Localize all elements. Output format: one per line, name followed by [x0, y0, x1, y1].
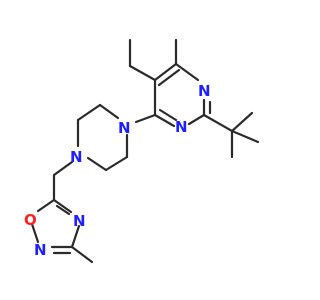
bond	[153, 113, 176, 128]
atom-n-pyrimidine-top: N	[198, 82, 211, 100]
bond	[36, 198, 56, 213]
atom-n-piperazine-top: N	[118, 119, 131, 137]
bond	[98, 103, 120, 120]
bond	[55, 204, 71, 216]
bond	[153, 62, 178, 82]
bond	[187, 113, 206, 126]
bond	[70, 245, 94, 264]
bond	[104, 155, 129, 172]
bond	[230, 111, 254, 133]
bond	[76, 103, 102, 122]
atom-n-piperazine-bottom: N	[70, 148, 83, 166]
bond	[30, 222, 40, 244]
atom-o-oxadiazole: O	[24, 211, 37, 229]
bond	[52, 198, 73, 214]
atom-n-pyrimidine-bottom: N	[175, 118, 188, 136]
atom-n-oxadiazole-left: N	[34, 241, 47, 259]
atom-labels: N N N N O N N	[24, 82, 211, 259]
bond	[134, 113, 157, 124]
bond	[202, 113, 234, 133]
atom-n-oxadiazole-right: N	[73, 212, 86, 230]
bond	[230, 129, 260, 144]
molecule-structure: N N N N O N N	[24, 38, 260, 264]
bond	[128, 64, 157, 82]
bond	[158, 108, 178, 122]
bond	[174, 62, 200, 82]
bonds	[30, 38, 260, 264]
bond	[70, 224, 81, 249]
bond	[86, 156, 108, 172]
bond	[157, 68, 181, 87]
bond	[52, 160, 74, 177]
